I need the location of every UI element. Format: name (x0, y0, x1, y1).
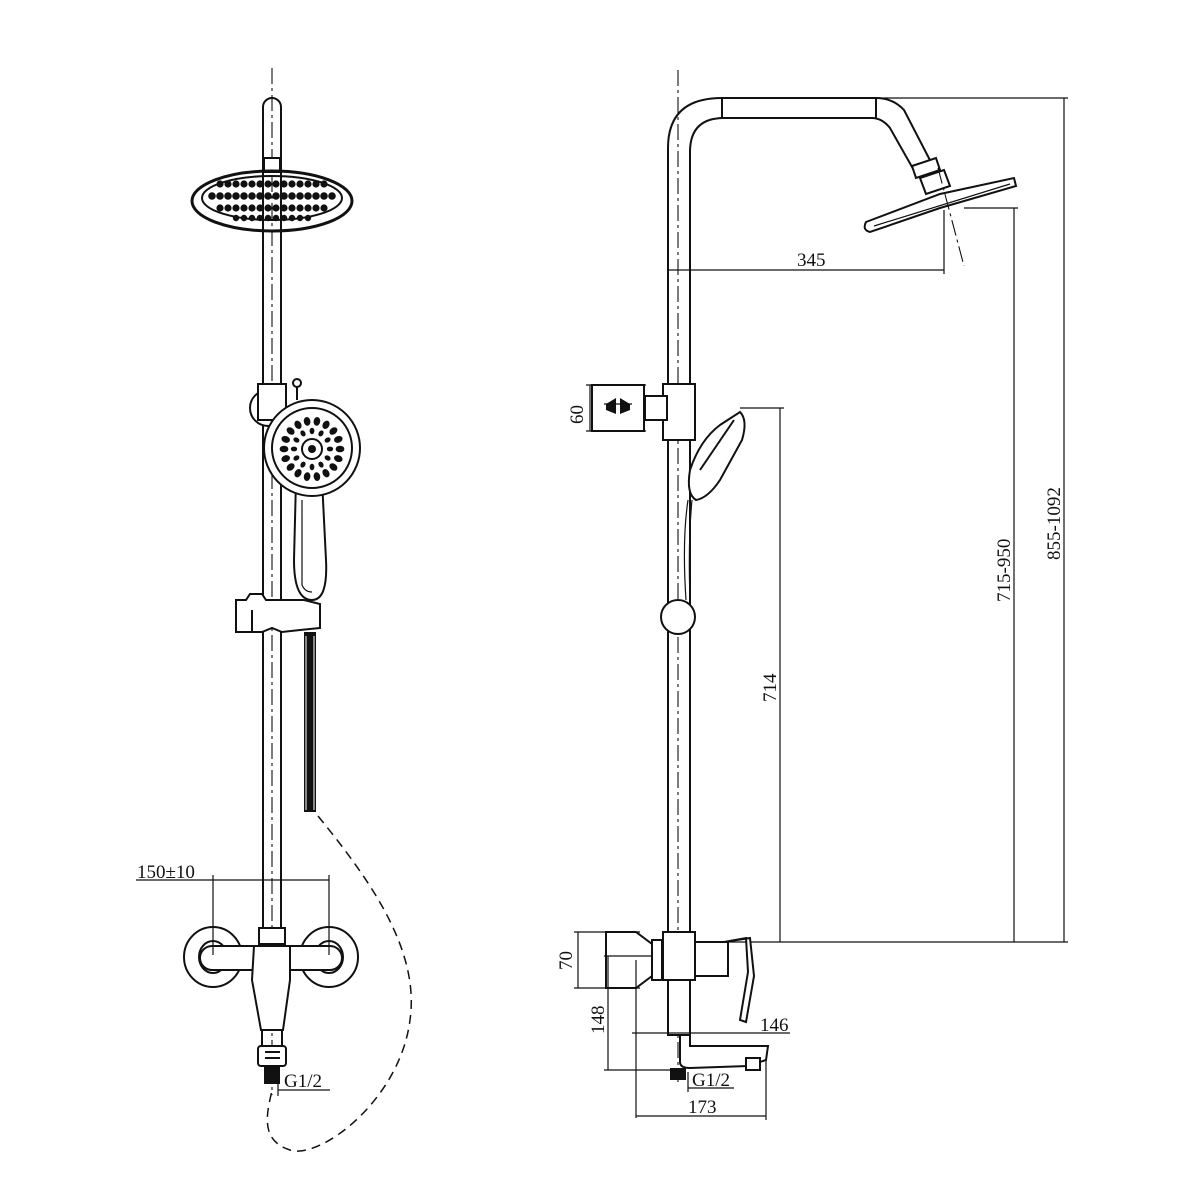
front-valve-spacing-dimension: 150±10 (136, 862, 330, 955)
valve-spacing-label: 150±10 (137, 862, 195, 883)
side-overhead-height-dimension: 715-950 (964, 207, 1018, 942)
overall-height-label: 855-1092 (1044, 487, 1065, 560)
front-mixer-valve (183, 926, 359, 1084)
handshower-height-label: 714 (760, 673, 781, 702)
side-spout-height-dimension: 148 (588, 955, 670, 1071)
valve-height-label: 70 (556, 951, 577, 970)
side-slider-bracket: 60 (567, 383, 696, 441)
side-spout-projection-dimension: 173 (636, 1060, 767, 1120)
side-riser-and-arm (667, 97, 934, 940)
spout-projection-label: 173 (688, 1097, 717, 1118)
lever-depth-label: 146 (760, 1015, 789, 1036)
overhead-height-label: 715-950 (994, 539, 1015, 602)
side-inlet-thread-callout: G1/2 (687, 1070, 734, 1092)
side-lever-depth-dimension: 146 (635, 960, 789, 1118)
slider-height-label: 60 (567, 405, 588, 424)
side-valve-height-dimension: 70 (556, 931, 640, 989)
front-shower-hose (266, 632, 412, 1152)
side-mixer-valve (605, 931, 790, 1080)
front-overhead-shower-head (190, 157, 354, 233)
side-inlet-thread-label: G1/2 (692, 1070, 730, 1091)
side-reach-dimension: 345 (690, 210, 945, 274)
side-overhead-shower-head (863, 156, 1018, 267)
side-overall-height-dimension: 855-1092 (876, 97, 1068, 942)
side-hand-shower (660, 410, 746, 635)
reach-label: 345 (797, 250, 826, 271)
front-inlet-thread-label: G1/2 (284, 1071, 322, 1092)
front-inlet-thread-callout: G1/2 (277, 1071, 330, 1096)
side-handshower-height-dimension: 714 (740, 407, 784, 942)
spout-height-label: 148 (588, 1006, 609, 1035)
side-view: 345 60 714 (556, 70, 1068, 1120)
front-hand-shower (249, 378, 361, 602)
front-view: 150±10 G1/2 (136, 68, 412, 1152)
front-hose-holder (235, 593, 321, 634)
